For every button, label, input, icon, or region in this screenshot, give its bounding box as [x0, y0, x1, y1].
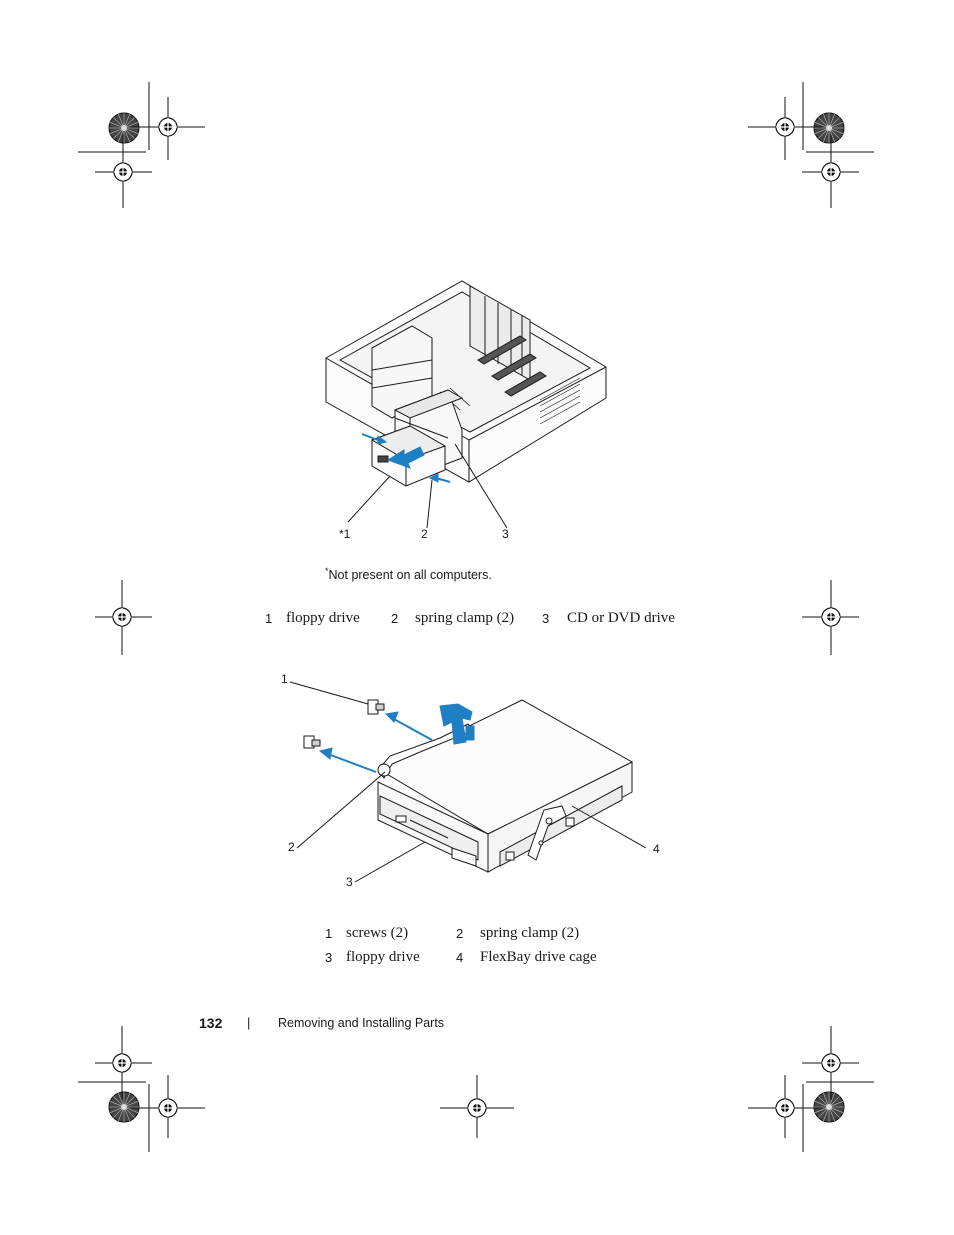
- registration-mark-icon: [95, 135, 152, 208]
- legend2-label-2: spring clamp (2): [480, 925, 580, 941]
- registration-mark-icon: [440, 1075, 514, 1138]
- footer-separator: |: [247, 1015, 251, 1030]
- registration-mark-icon: [131, 97, 205, 160]
- figure2-callout-4: 4: [653, 842, 660, 856]
- screw-removal-arrow-icon: [318, 711, 433, 773]
- registration-mark-icon: [131, 1075, 205, 1138]
- legend1-num-2: 2: [391, 611, 399, 626]
- registration-mark-icon: [802, 135, 859, 208]
- registration-mark-icon: [802, 580, 859, 655]
- crop-lines-top-left: [78, 82, 150, 153]
- legend2-num-4: 4: [456, 950, 464, 965]
- figure2-callout-2: 2: [288, 840, 295, 854]
- crop-lines-top-right: [802, 82, 874, 153]
- legend1-num-3: 3: [542, 611, 550, 626]
- figure1-callout-3: 3: [502, 527, 509, 541]
- registration-mark-icon: [748, 1075, 822, 1138]
- registration-mark-icon: [95, 1026, 152, 1100]
- legend2-label-1: screws (2): [346, 925, 409, 941]
- figure1-callout-1: *1: [339, 527, 351, 541]
- legend2-num-1: 1: [325, 926, 333, 941]
- crop-lines-bottom-left: [78, 1081, 150, 1152]
- legend2-num-2: 2: [456, 926, 464, 941]
- figure2-callout-3: 3: [346, 875, 353, 889]
- registration-mark-icon: [802, 1026, 859, 1100]
- legend2-label-4: FlexBay drive cage: [480, 949, 597, 965]
- legend1-num-1: 1: [265, 611, 273, 626]
- figure1-footnote: *Not present on all computers.: [325, 566, 492, 582]
- removal-arrow-icon: [361, 433, 451, 483]
- registration-mark-icon: [748, 97, 822, 160]
- page-number: 132: [199, 1015, 223, 1031]
- legend1-label-1: floppy drive: [286, 610, 360, 626]
- figure1-callout-2: 2: [421, 527, 428, 541]
- figure2-callout-1: 1: [281, 672, 288, 686]
- section-title: Removing and Installing Parts: [278, 1016, 445, 1030]
- legend1-label-2: spring clamp (2): [415, 610, 515, 626]
- crop-lines-bottom-right: [802, 1081, 874, 1152]
- registration-mark-icon: [95, 580, 152, 655]
- legend1-label-3: CD or DVD drive: [567, 610, 675, 626]
- lift-arrow-icon: [439, 703, 475, 745]
- footnote-text: Not present on all computers.: [328, 568, 492, 583]
- footnote-asterisk: *: [325, 566, 329, 576]
- legend2-label-3: floppy drive: [346, 949, 420, 965]
- legend2-num-3: 3: [325, 950, 333, 965]
